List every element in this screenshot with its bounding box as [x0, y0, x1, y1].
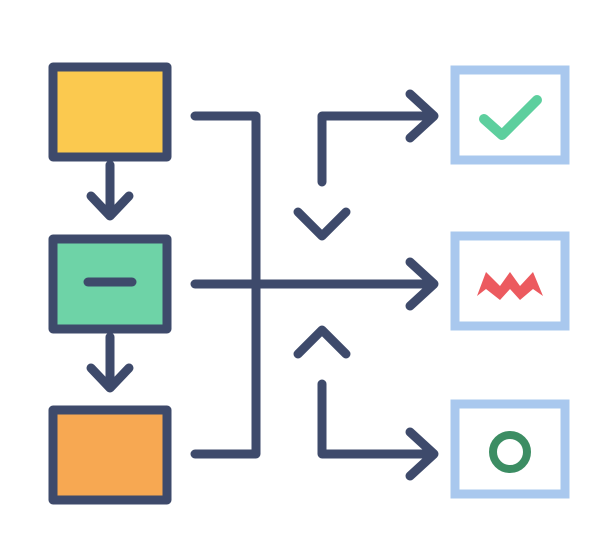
chevron-down-icon — [293, 207, 351, 241]
down-arrow-icon — [86, 332, 134, 393]
ring-icon — [489, 431, 531, 473]
result-box-check — [450, 65, 570, 165]
red-zigzag-icon — [477, 272, 543, 300]
green-box — [48, 234, 172, 334]
yellow-box — [48, 62, 172, 162]
right-arrow-icon — [317, 89, 439, 187]
chevron-up-icon — [293, 325, 351, 359]
result-box-ring — [450, 399, 570, 499]
right-arrow-icon — [190, 257, 439, 311]
right-arrow-icon — [317, 379, 439, 481]
down-arrow-icon — [86, 160, 134, 221]
orange-box — [48, 405, 172, 505]
checkmark-icon — [479, 95, 542, 140]
